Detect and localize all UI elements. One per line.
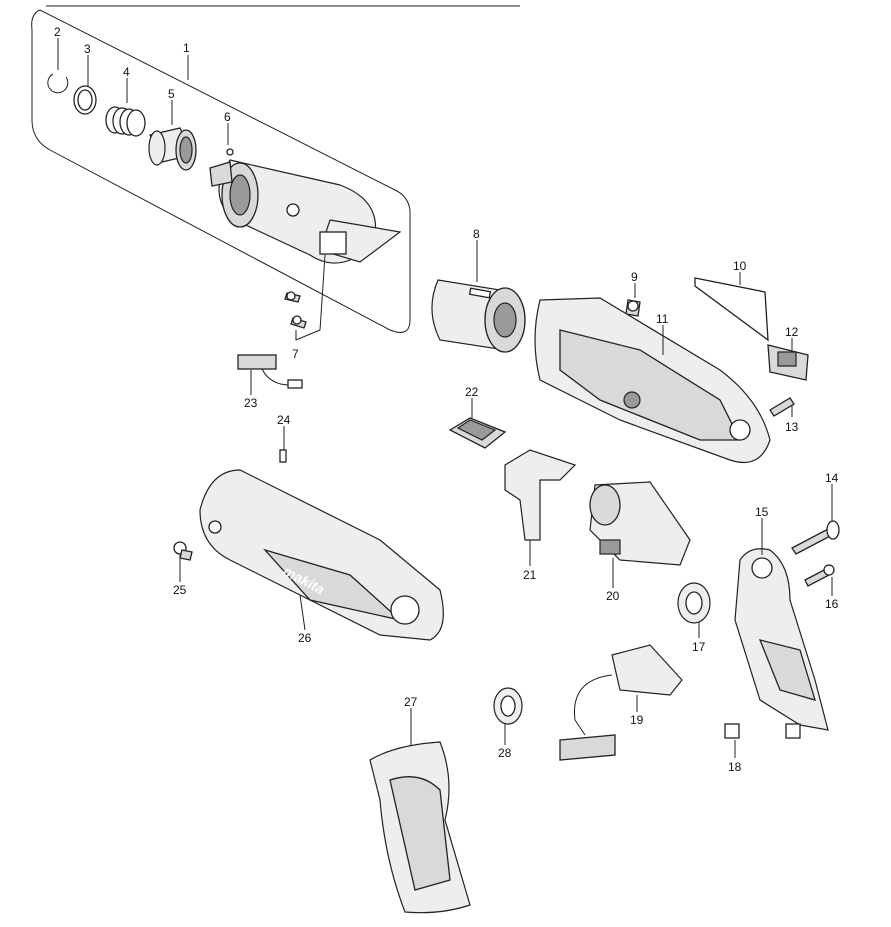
part-2-snap-ring <box>47 73 69 94</box>
label-2: 2 <box>54 25 61 39</box>
label-21: 21 <box>523 568 537 582</box>
part-24-clip <box>279 449 287 463</box>
label-13: 13 <box>785 420 799 434</box>
part-21-switch-lever <box>504 449 577 541</box>
part-10-label-plate <box>694 277 769 342</box>
part-22-button <box>448 417 507 449</box>
label-28: 28 <box>498 746 512 760</box>
part-20-switch <box>589 481 691 566</box>
part-12-switch-plate <box>767 344 809 381</box>
label-3: 3 <box>84 42 91 56</box>
part-8-motor <box>431 279 526 353</box>
label-26: 26 <box>298 631 312 645</box>
label-1: 1 <box>183 41 190 55</box>
part-27-grip <box>369 741 471 914</box>
part-16-screw <box>804 564 835 587</box>
label-4: 4 <box>123 65 130 79</box>
part-14-screw <box>791 520 840 555</box>
label-27: 27 <box>404 695 418 709</box>
part-6-ball <box>226 148 234 156</box>
label-7: 7 <box>292 347 299 361</box>
part-25-screw <box>173 541 193 561</box>
part-28-disc <box>493 687 523 725</box>
part-4-spring <box>105 106 146 137</box>
label-6: 6 <box>224 110 231 124</box>
assembly-1-outline <box>31 5 520 333</box>
label-19: 19 <box>630 713 644 727</box>
label-18: 18 <box>728 760 742 774</box>
label-24: 24 <box>277 413 291 427</box>
part-19-controller <box>559 644 683 761</box>
gear-assembly-housing <box>209 159 402 264</box>
label-15: 15 <box>755 505 769 519</box>
part-18-nut-b <box>785 723 801 739</box>
label-11: 11 <box>656 312 669 326</box>
part-17-disc <box>677 582 711 624</box>
part-13-screw <box>769 397 795 417</box>
part-23-led-board <box>237 354 303 389</box>
part-7-screws <box>284 291 307 329</box>
part-11-housing <box>534 297 771 464</box>
label-14: 14 <box>825 471 839 485</box>
part-3-washer <box>73 85 97 115</box>
leader-lines <box>57 38 833 758</box>
label-9: 9 <box>631 270 638 284</box>
label-25: 25 <box>173 583 187 597</box>
label-23: 23 <box>244 396 258 410</box>
label-16: 16 <box>825 597 839 611</box>
part-labels: 1 2 3 4 5 6 7 8 9 10 11 12 13 14 15 16 1… <box>54 25 839 774</box>
label-22: 22 <box>465 385 479 399</box>
part-9-screw <box>625 299 641 317</box>
part-18-nut-a <box>724 723 740 739</box>
part-5-sleeve <box>148 127 197 171</box>
label-5: 5 <box>168 87 175 101</box>
label-8: 8 <box>473 227 480 241</box>
part-26-housing: makita <box>199 469 444 641</box>
label-12: 12 <box>785 325 799 339</box>
part-15-housing <box>734 548 829 731</box>
label-17: 17 <box>692 640 706 654</box>
label-10: 10 <box>733 259 747 273</box>
label-20: 20 <box>606 589 620 603</box>
